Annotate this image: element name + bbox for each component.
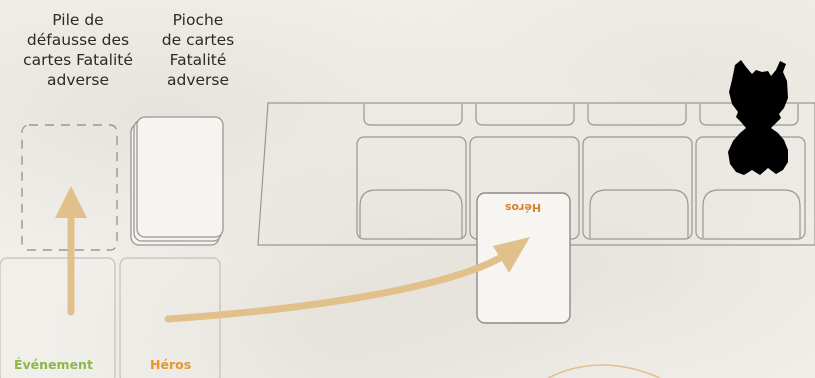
creature-silhouette-icon [728, 60, 788, 175]
event-label: Événement [14, 357, 93, 372]
arrow-event-to-discard [55, 186, 87, 312]
arrow-hero-to-board [168, 237, 530, 319]
partial-circle [548, 365, 660, 378]
hero-label: Héros [150, 357, 191, 372]
hero-card-label: Héros [504, 201, 541, 214]
fate-deck-stack [131, 117, 223, 245]
